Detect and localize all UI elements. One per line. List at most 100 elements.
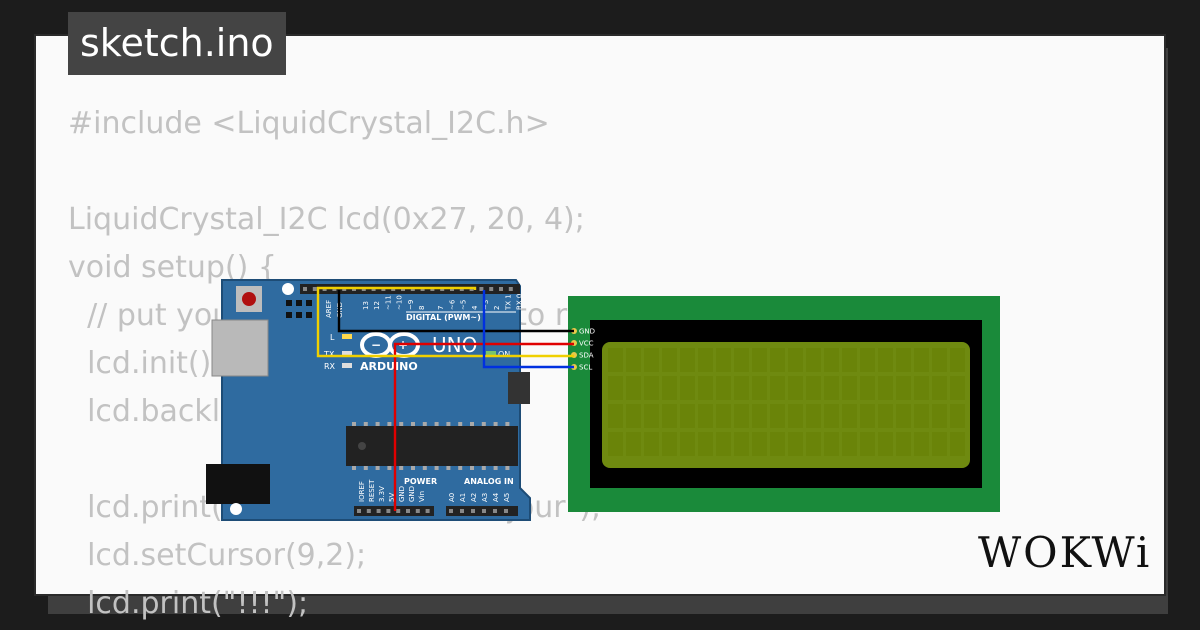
analog-pin-label: A0 <box>448 493 456 502</box>
lcd-char-cell <box>680 376 695 400</box>
lcd-char-cell <box>698 376 713 400</box>
arduino-brand-label: ARDUINO <box>360 360 418 373</box>
digital-pin-label: ~11 <box>384 295 392 310</box>
analog-pin[interactable] <box>504 509 508 513</box>
digital-pin-label: TX 1 <box>504 294 512 311</box>
power-pin[interactable] <box>415 509 420 513</box>
header-pin[interactable] <box>479 287 484 291</box>
lcd-char-cell <box>788 348 803 372</box>
analog-in-label: ANALOG IN <box>464 477 514 486</box>
analog-pin[interactable] <box>449 509 453 513</box>
chip-leg <box>446 422 451 426</box>
lcd-char-cell <box>770 376 785 400</box>
chip-leg <box>363 422 368 426</box>
chip-leg <box>411 422 415 426</box>
lcd-char-cell <box>698 432 713 456</box>
lcd-char-cell <box>770 404 785 428</box>
chip-leg <box>375 466 380 470</box>
reset-button[interactable] <box>242 292 256 306</box>
tx-led-label: TX <box>323 350 335 359</box>
wires <box>316 286 574 511</box>
lcd-char-cell <box>752 432 767 456</box>
lcd-char-cell <box>824 376 839 400</box>
power-pin[interactable] <box>396 509 401 513</box>
code-line: LiquidCrystal_I2C lcd(0x27, 20, 4); <box>68 202 585 237</box>
lcd-char-cell <box>932 376 947 400</box>
chip-leg <box>434 466 439 470</box>
filename-tab[interactable]: sketch.ino <box>68 12 286 75</box>
lcd-char-cell <box>824 432 839 456</box>
lcd-char-cell <box>734 404 749 428</box>
header-pin[interactable] <box>508 287 513 291</box>
lcd-char-cell <box>824 404 839 428</box>
power-pin[interactable] <box>425 509 430 513</box>
power-label: POWER <box>404 477 437 486</box>
digital-pin-label: ~5 <box>460 300 468 310</box>
l-led-label: L <box>330 333 335 342</box>
lcd-char-cell <box>680 404 695 428</box>
digital-pwm-label: DIGITAL (PWM~) <box>406 313 481 322</box>
lcd-char-cell <box>878 432 893 456</box>
header-pin[interactable] <box>499 287 503 291</box>
analog-pin-label: A2 <box>470 493 478 502</box>
lcd-char-cell <box>824 348 839 372</box>
header-pin[interactable] <box>312 287 317 291</box>
lcd-char-cell <box>896 348 911 372</box>
lcd-char-cell <box>788 376 803 400</box>
lcd-char-cell <box>842 432 857 456</box>
lcd-char-cell <box>680 348 695 372</box>
code-background: #include <LiquidCrystal_I2C.h>LiquidCrys… <box>68 100 697 628</box>
chip-leg <box>481 422 486 426</box>
digital-pin-label: ~6 <box>448 299 456 310</box>
analog-pin[interactable] <box>460 509 464 513</box>
power-pin[interactable] <box>357 509 361 513</box>
chip-leg <box>422 466 427 470</box>
wokwi-logo[interactable]: WOKWi <box>978 528 1152 577</box>
lcd-char-cell <box>662 348 677 372</box>
lcd-char-cell <box>860 432 875 456</box>
vcc-wire[interactable] <box>393 342 574 511</box>
aref-label: AREF <box>325 300 333 318</box>
rx-led-label: RX <box>324 362 336 371</box>
chip-leg <box>470 422 474 426</box>
power-pin[interactable] <box>386 509 391 513</box>
analog-pin-label: A3 <box>481 493 489 502</box>
lcd-char-cell <box>626 432 641 456</box>
chip-leg <box>505 466 510 470</box>
lcd-char-cell <box>716 376 731 400</box>
digital-pin-label: 7 <box>437 306 445 310</box>
power-pin[interactable] <box>406 509 410 513</box>
lcd-char-cell <box>914 404 929 428</box>
power-pin-label: Vin <box>418 491 426 502</box>
chip-leg <box>446 466 451 470</box>
power-pin-label: GND <box>398 486 406 502</box>
gnd-wire[interactable] <box>337 290 574 333</box>
lcd-char-cell <box>950 376 965 400</box>
chip-leg <box>434 422 439 426</box>
digital-pin-label: ~3 <box>482 300 490 310</box>
header-pin[interactable] <box>303 287 307 291</box>
sda-wire[interactable] <box>316 286 574 358</box>
lcd-pin-label: VCC <box>579 340 594 348</box>
lcd-char-cell <box>932 348 947 372</box>
analog-pin-label: A5 <box>503 493 511 502</box>
analog-pin[interactable] <box>471 509 475 513</box>
lcd-char-cell <box>644 404 659 428</box>
chip-leg <box>399 422 404 426</box>
chip-leg <box>481 466 486 470</box>
usb-port <box>211 319 269 377</box>
power-pin[interactable] <box>366 509 371 513</box>
analog-pin[interactable] <box>482 509 486 513</box>
header-pin[interactable] <box>489 287 494 291</box>
scl-wire[interactable] <box>482 290 574 369</box>
analog-pin[interactable] <box>493 509 497 513</box>
lcd-char-cell <box>716 432 731 456</box>
lcd-char-cell <box>806 432 821 456</box>
power-pin-label: 3.3V <box>378 486 386 502</box>
lcd-char-cell <box>932 404 947 428</box>
power-pin[interactable] <box>376 509 381 513</box>
lcd-char-cell <box>662 432 677 456</box>
